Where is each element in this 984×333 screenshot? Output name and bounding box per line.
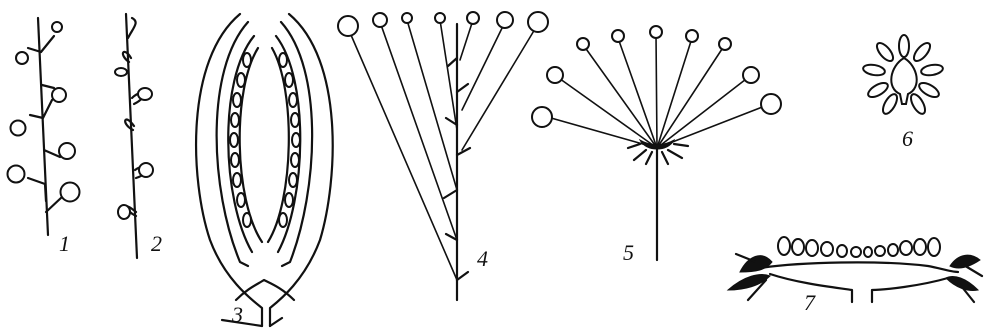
diagram-raceme: 1 (6, 16, 81, 256)
diagram-syconium: 3 (195, 12, 334, 328)
label-2: 2 (151, 231, 162, 256)
label-5: 5 (623, 240, 634, 265)
label-3: 3 (231, 302, 243, 327)
diagram-corymb: 4 (337, 11, 549, 302)
label-4: 4 (477, 246, 488, 271)
diagram-umbel: 5 (531, 25, 782, 265)
diagram-spike: 2 (114, 12, 162, 260)
label-7: 7 (804, 290, 816, 315)
label-1: 1 (59, 231, 70, 256)
label-6: 6 (902, 126, 913, 151)
diagram-receptacle: 7 (726, 236, 984, 315)
diagram-capitulum: 6 (862, 34, 944, 151)
